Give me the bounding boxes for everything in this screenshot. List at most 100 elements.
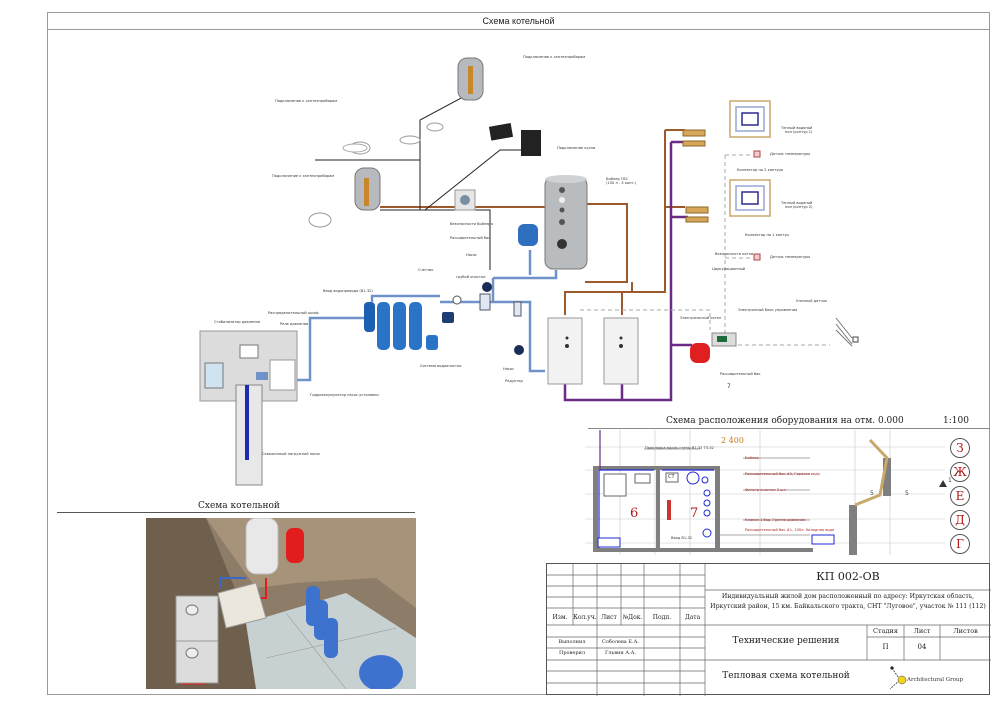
label-expansion-dhw: Расширительный бак	[450, 236, 491, 240]
section-name: Технические решения	[732, 636, 840, 646]
label-stabilizer: Стабилизатор давления	[214, 320, 260, 324]
col-izm: Изм.	[552, 614, 568, 621]
col-ndok: №Док.	[622, 614, 643, 621]
temp-sensor-icon	[753, 150, 761, 158]
label-outdoor-sensor: Уличный датчик	[796, 299, 828, 303]
radiator-plan	[597, 537, 621, 548]
oven-icon	[521, 130, 541, 156]
label-dhw-tank: Бойлер ГВС	[606, 177, 629, 181]
label-floor-heating-1: Теплый водяной	[781, 126, 813, 130]
label-floor-heating-1-sub: пол (контур 1)	[785, 130, 813, 134]
heating-expansion-tank	[690, 343, 710, 363]
project-address: Индивидуальный жилой дом расположенный п…	[710, 593, 986, 610]
logo-text: Architectural Group	[907, 677, 964, 683]
temp-sensor-icon	[753, 253, 761, 261]
bathtub-plan	[603, 473, 627, 497]
outdoor-sensor-icon	[852, 336, 859, 343]
red-tank-3d	[286, 528, 304, 563]
plan-note-filters: Фильтр очистки 3 шт.	[745, 488, 787, 492]
sanitary-fixtures	[308, 57, 541, 228]
pump-icon	[482, 282, 492, 292]
water-treatment-columns	[364, 302, 454, 350]
riser-plan	[667, 500, 671, 520]
return-pipes	[563, 140, 692, 402]
floor-plan-scale: 1:100	[943, 416, 969, 426]
boiler-room-3d-render	[146, 518, 416, 689]
floor-heating-coil-1	[729, 100, 771, 138]
heating-return-riser	[563, 142, 673, 402]
label-safety-boiler: безопасности бойлера	[450, 222, 493, 226]
plan-note-expansion-1: Расширительный бак #1, 100л. Холодная во…	[745, 528, 835, 532]
electric-boiler-2	[603, 317, 639, 385]
floor-plan-title-underline	[588, 428, 990, 429]
pump-icon	[514, 345, 524, 355]
radiator-plan	[811, 534, 835, 545]
leader-lines	[644, 448, 810, 536]
label-distribution-cabinet: Распределительный шкаф	[268, 311, 319, 315]
name-checked: Гльвин А.А.	[604, 650, 637, 656]
sink-plan	[634, 473, 651, 484]
title-block: Изм. Кол.уч. Лист №Док. Подп. Дата Выпол…	[546, 563, 991, 696]
label-reducer: Редуктор	[505, 379, 523, 383]
axis-zh: Ж	[950, 462, 970, 482]
label-shower-2: Подключение к сантехприборам	[523, 55, 586, 59]
project-code: КП 002-ОВ	[816, 570, 880, 583]
render-title: Схема котельной	[198, 501, 280, 511]
electric-boiler-1	[547, 317, 583, 385]
manifold-1	[685, 206, 709, 214]
company-logo: Architectural Group	[882, 664, 982, 692]
label-controller: Электронный блок управления	[738, 308, 798, 312]
section-1-marker	[939, 480, 947, 487]
manifold-2	[682, 129, 706, 137]
title-block-grid	[547, 564, 991, 696]
col-podp: Подп.	[652, 614, 672, 621]
sheet-header: Лист	[913, 627, 931, 635]
boiler-plan-icon	[686, 471, 700, 485]
section-mark-left: 5	[870, 490, 874, 497]
label-electric-boiler: Электрический котел	[680, 316, 722, 320]
plan-note-along-wall: Прокладка вдоль стены В1-32 Т3-32	[645, 446, 714, 450]
label-borehole-pump: Скважинный погружной насос	[262, 452, 321, 456]
label-floor-heating-2-sub: пол (контур 2)	[785, 205, 813, 209]
section-mark-right: 5	[905, 490, 909, 497]
name-performed: Соболева Е.А.	[602, 639, 639, 645]
axis-z: З	[950, 438, 970, 458]
plan-note-inlet: Ввод В1-32	[671, 536, 693, 540]
col-list: Лист	[601, 614, 617, 621]
label-temp-sensor-1: Датчик температуры	[770, 152, 811, 156]
sheet-value: 04	[917, 643, 927, 651]
bay-window	[854, 438, 889, 507]
sheet-title: Схема котельной	[47, 12, 990, 30]
room-6-number: 6	[630, 506, 639, 521]
render-title-underline	[57, 512, 415, 513]
label-manifold-1: Коллектор на 1 контур	[745, 233, 789, 237]
label-fixtures-1: Подключение к сантехприборам	[272, 174, 335, 178]
coarse-filter	[479, 293, 491, 311]
stage-header: Стадия	[873, 627, 898, 635]
logo-mark-icon	[889, 666, 907, 690]
label-manifold-2: Коллектор на 2 контура	[737, 168, 783, 172]
axis-d: Д	[950, 510, 970, 530]
plan-note-boiler: Бойлер	[745, 456, 759, 460]
drawing-title: Тепловая схема котельной	[722, 671, 850, 681]
section-1-label: 1	[948, 477, 952, 484]
axis-g: Г	[950, 534, 970, 554]
label-floor-heating-2: Теплый водяной	[781, 201, 813, 205]
floor-heating-coil-2	[729, 179, 771, 217]
label-treatment: Система водоочистки	[420, 364, 462, 368]
axis-e: Е	[950, 486, 970, 506]
level-mark: 2 400	[721, 436, 744, 445]
label-water-meter: Счетчик	[418, 268, 434, 272]
label-coarse-filter: грубой очистки	[456, 275, 486, 279]
col-kol-uch: Кол.уч.	[573, 614, 597, 621]
label-temp-sensor-2: Датчик температуры	[770, 255, 811, 259]
label-kitchen: Подключение кухни	[557, 146, 596, 150]
plumbing-runs	[598, 430, 714, 548]
label-hydroaccumulator: Гидроаккумулятор насос-установки	[310, 393, 379, 397]
marker-7: 7	[727, 383, 731, 390]
label-fixtures-2: Подключение к сантехприборам	[275, 99, 338, 103]
dhw-tank	[544, 175, 588, 270]
label-pump-low: Насос	[503, 367, 515, 371]
